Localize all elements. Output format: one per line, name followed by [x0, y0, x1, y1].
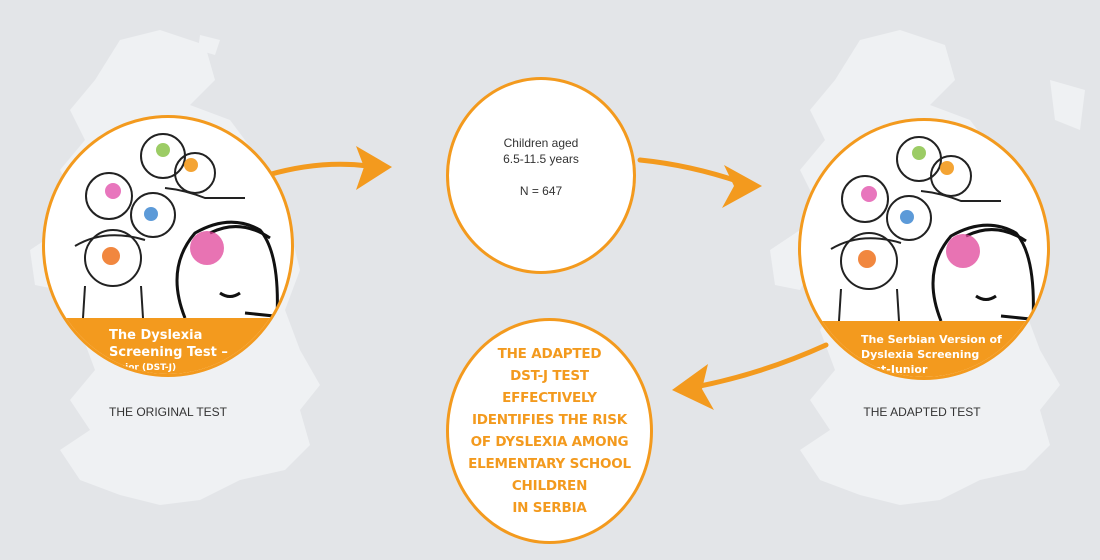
- original-test-label-band: The Dyslexia Screening Test – Junior (DS…: [45, 318, 291, 374]
- original-test-caption: THE ORIGINAL TEST: [108, 405, 228, 419]
- adapted-test-title-line: Test-Junior: [861, 363, 928, 376]
- conclusion-line: EFFECTIVELY: [502, 390, 597, 406]
- arrow-sample-to-adapted: [637, 157, 743, 185]
- arrowhead-2: [722, 165, 762, 208]
- conclusion-line: CHILDREN: [511, 478, 588, 494]
- arrowhead-3: [672, 364, 714, 410]
- children-illustration: [74, 133, 291, 318]
- conclusion-line: DST-J TEST: [510, 368, 589, 384]
- adapted-test-caption: THE ADAPTED TEST: [863, 405, 981, 419]
- adapted-test-label-band: The Serbian Version of Dyslexia Screenin…: [801, 321, 1047, 377]
- sample-size: N = 647: [519, 184, 563, 198]
- sample-age-line: Children aged: [503, 136, 579, 150]
- sample-circle: Children aged 6.5-11.5 years N = 647: [446, 77, 636, 274]
- conclusion-line: ELEMENTARY SCHOOL: [468, 456, 631, 472]
- conclusion-line: THE ADAPTED: [497, 346, 602, 362]
- adapted-test-title-line: The Serbian Version of: [861, 333, 1002, 346]
- original-test-title-line: Junior (DST-J): [109, 363, 177, 373]
- adapted-test-title-line: Dyslexia Screening: [861, 348, 980, 361]
- conclusion-line: IDENTIFIES THE RISK: [471, 412, 628, 428]
- conclusion-line: OF DYSLEXIA AMONG: [470, 434, 629, 450]
- original-test-title-line: The Dyslexia: [109, 328, 203, 343]
- arrow-original-to-sample: [265, 161, 371, 178]
- conclusion-text: THE ADAPTED DST-J TEST EFFECTIVELY IDENT…: [449, 343, 650, 519]
- original-test-circle: The Dyslexia Screening Test – Junior (DS…: [42, 115, 294, 377]
- adapted-test-circle: The Serbian Version of Dyslexia Screenin…: [798, 118, 1050, 380]
- children-illustration: [830, 136, 1047, 321]
- original-test-title-line: Screening Test –: [109, 345, 228, 360]
- conclusion-circle: THE ADAPTED DST-J TEST EFFECTIVELY IDENT…: [446, 318, 653, 544]
- conclusion-line: IN SERBIA: [512, 500, 587, 516]
- arrowhead-1: [356, 146, 392, 190]
- sample-age-range: 6.5-11.5 years: [503, 152, 579, 166]
